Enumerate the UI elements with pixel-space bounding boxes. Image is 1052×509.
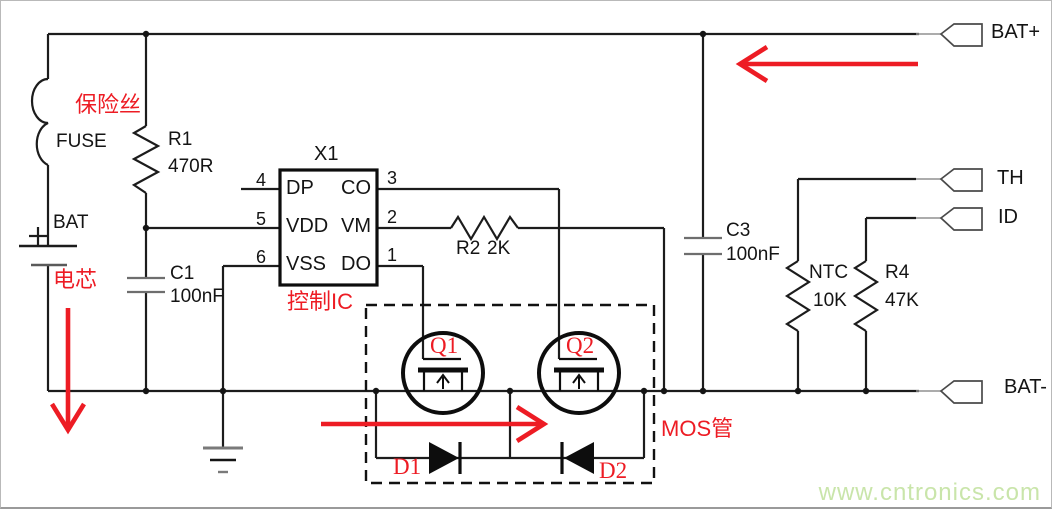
c1-value-label: 100nF <box>170 286 224 307</box>
pin2-number: 2 <box>387 207 398 227</box>
pin-vm-label: VM <box>341 215 371 237</box>
id-connector <box>939 207 983 231</box>
th-label: TH <box>997 167 1024 189</box>
control-ic-cn-label: 控制IC <box>287 289 354 314</box>
pin1-number: 1 <box>387 245 398 265</box>
fuse-cn-label: 保险丝 <box>75 92 142 117</box>
c1-ref-label: C1 <box>170 263 195 284</box>
battery-plus-sign <box>29 227 47 245</box>
battery-symbol <box>19 227 77 267</box>
pin-vdd-label: VDD <box>286 215 329 237</box>
pin-do-label: DO <box>341 253 371 275</box>
bat-plus-label: BAT+ <box>991 21 1041 43</box>
resistor-ntc-symbol <box>784 260 812 332</box>
ic-x1-body <box>278 168 379 287</box>
resistor-r4-symbol <box>852 260 880 332</box>
current-arrow-down-icon <box>50 308 86 435</box>
th-connector <box>939 168 983 192</box>
ntc-value-label: 10K <box>813 290 847 311</box>
r4-ref-label: R4 <box>885 262 910 283</box>
c3-ref-label: C3 <box>726 220 751 241</box>
bat-plus-connector <box>939 23 983 47</box>
pin3-number: 3 <box>387 168 398 188</box>
diode-d2-symbol <box>560 442 594 474</box>
r1-ref-label: R1 <box>168 129 193 150</box>
fuse-symbol <box>30 77 49 167</box>
battery-label: BAT <box>53 212 89 233</box>
q1-ref-label: Q1 <box>430 333 459 358</box>
current-arrow-left-icon <box>735 45 918 83</box>
mosfet-q2-symbol <box>537 331 621 415</box>
diode-d1-symbol <box>429 442 462 474</box>
pin6-number: 6 <box>256 247 267 267</box>
r1-value-label: 470R <box>168 156 214 177</box>
bat-minus-connector <box>939 380 983 404</box>
ic-ref-label: X1 <box>314 143 339 165</box>
c3-value-label: 100nF <box>726 244 780 265</box>
watermark: www.cntronics.com <box>818 479 1041 506</box>
mosfet-dashed-box <box>364 303 656 485</box>
pin4-number: 4 <box>256 170 267 190</box>
ntc-ref-label: NTC <box>809 262 849 283</box>
r4-value-label: 47K <box>885 290 919 311</box>
resistor-r2-symbol <box>450 214 519 242</box>
capacitor-c1-symbol <box>127 276 165 294</box>
fuse-label: FUSE <box>56 131 107 152</box>
d2-ref-label: D2 <box>599 458 628 483</box>
mos-cn-label: MOS管 <box>661 416 734 441</box>
junction-dots <box>142 30 870 395</box>
current-arrow-right-icon <box>321 405 549 443</box>
ground-symbol <box>203 446 243 474</box>
q2-ref-label: Q2 <box>566 333 595 358</box>
r2-value-label: 2K <box>487 238 511 259</box>
pin-dp-label: DP <box>286 177 314 199</box>
r2-ref-label: R2 <box>456 238 481 259</box>
resistor-r1-symbol <box>131 125 161 194</box>
wires <box>46 32 919 460</box>
bat-minus-label: BAT- <box>1004 376 1047 398</box>
pin-co-label: CO <box>341 177 371 199</box>
capacitor-c3-symbol <box>684 236 722 256</box>
d1-ref-label: D1 <box>393 454 422 479</box>
id-label: ID <box>998 206 1018 228</box>
connector-leads <box>916 33 941 392</box>
pin-vss-label: VSS <box>286 253 327 275</box>
pin5-number: 5 <box>256 209 267 229</box>
mosfet-q1-symbol <box>401 331 485 415</box>
cell-cn-label: 电芯 <box>53 267 98 292</box>
